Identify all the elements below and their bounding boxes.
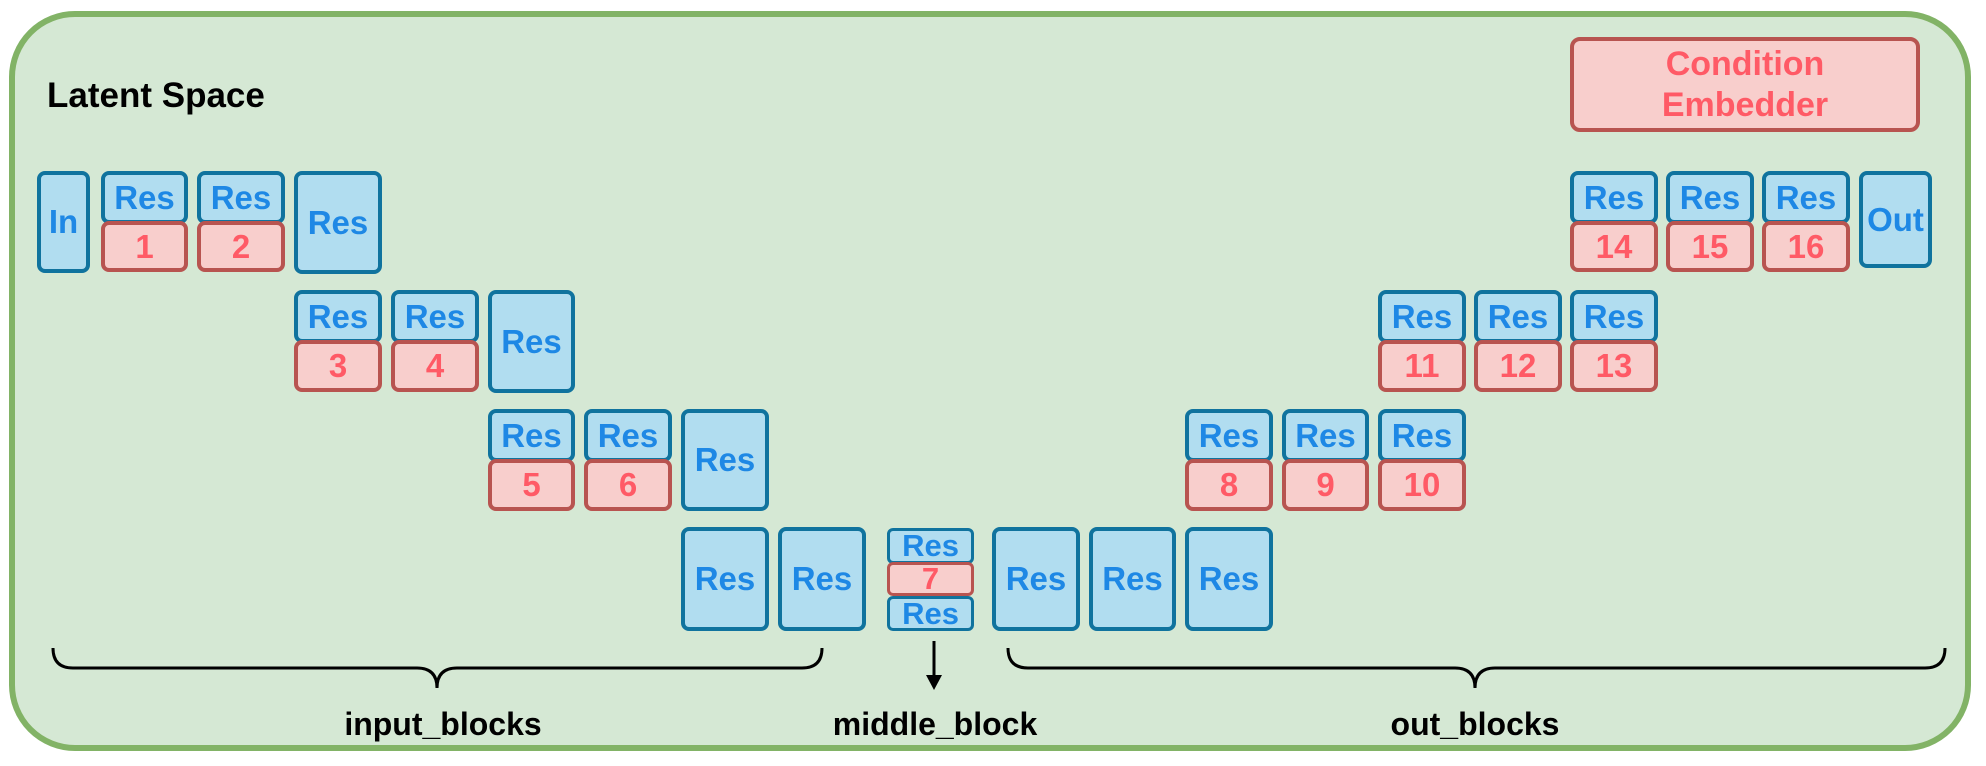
embed-block-3: 3 <box>294 340 382 392</box>
embed-block-4: 4 <box>391 340 479 392</box>
embed-block-12: 12 <box>1474 340 1562 392</box>
res-block-input-4: Res <box>391 290 479 343</box>
res-block-input-3: Res <box>294 290 382 343</box>
embed-block-2: 2 <box>197 221 285 272</box>
res-downsample-block-3: Res <box>681 409 769 511</box>
middle-block-label: middle_block <box>832 706 1038 742</box>
res-block-bottom-1: Res <box>681 527 769 631</box>
res-block-input-5: Res <box>488 409 575 462</box>
res-block-out-bottom-2: Res <box>1089 527 1176 631</box>
out-block: Out <box>1859 171 1932 268</box>
res-block-out-15: Res <box>1666 171 1754 224</box>
embed-block-7: 7 <box>887 561 974 596</box>
res-block-bottom-2: Res <box>778 527 866 631</box>
res-block-out-bottom-1: Res <box>992 527 1080 631</box>
res-block-out-11: Res <box>1378 290 1466 343</box>
out-blocks-label: out_blocks <box>1390 706 1560 742</box>
res-block-out-13: Res <box>1570 290 1658 343</box>
res-block-out-9: Res <box>1282 409 1369 462</box>
embed-block-9: 9 <box>1282 459 1369 511</box>
in-block: In <box>37 171 90 273</box>
res-block-out-bottom-3: Res <box>1185 527 1273 631</box>
embed-block-13: 13 <box>1570 340 1658 392</box>
embed-block-6: 6 <box>584 459 672 511</box>
middle-block-arrow <box>926 641 942 690</box>
res-block-input-6: Res <box>584 409 672 462</box>
input-blocks-brace <box>51 647 824 689</box>
input-blocks-label: input_blocks <box>344 706 542 742</box>
embed-block-14: 14 <box>1570 221 1658 272</box>
res-block-middle-top: Res <box>887 528 974 564</box>
embed-block-16: 16 <box>1762 221 1850 272</box>
res-block-out-12: Res <box>1474 290 1562 343</box>
embed-block-10: 10 <box>1378 459 1466 511</box>
out-blocks-brace <box>1006 647 1947 689</box>
condition-embedder-line2: Embedder <box>1661 85 1829 124</box>
latent-space-title: Latent Space <box>47 76 265 115</box>
res-block-middle-bottom: Res <box>887 596 974 631</box>
res-block-out-16: Res <box>1762 171 1850 224</box>
condition-embedder-line1: Condition <box>1665 44 1825 83</box>
res-block-out-8: Res <box>1185 409 1273 462</box>
res-downsample-block-1: Res <box>294 171 382 274</box>
res-downsample-block-2: Res <box>488 290 575 393</box>
condition-embedder-block: Condition Embedder <box>1570 37 1920 132</box>
embed-block-1: 1 <box>101 221 188 272</box>
embed-block-5: 5 <box>488 459 575 511</box>
res-block-input-2: Res <box>197 171 285 224</box>
embed-block-8: 8 <box>1185 459 1273 511</box>
embed-block-15: 15 <box>1666 221 1754 272</box>
embed-block-11: 11 <box>1378 340 1466 392</box>
